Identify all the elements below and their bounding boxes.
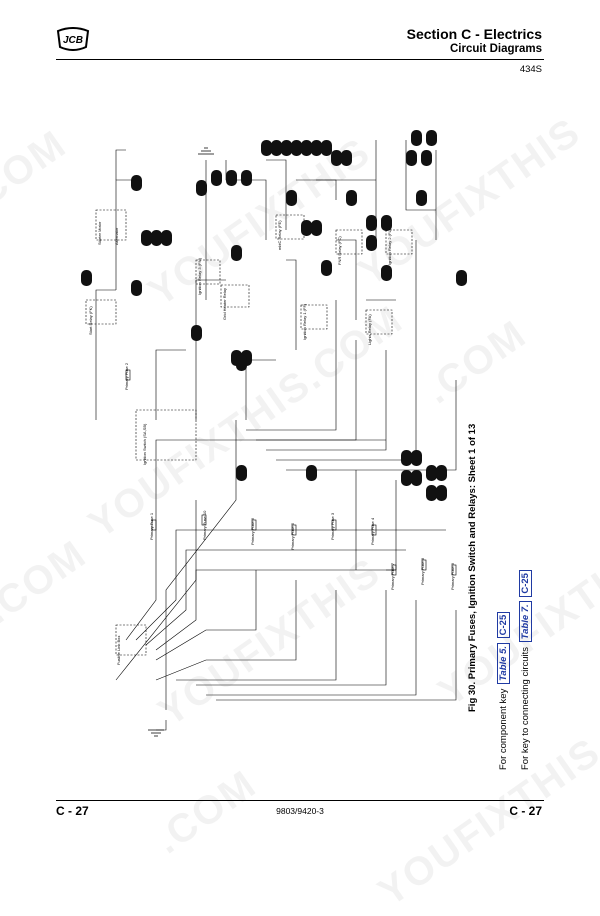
circuit-diagram: Primary Fuse 1 Primary Fuse 10 Primary F… (81, 130, 467, 737)
svg-text:Grid Heater Relay: Grid Heater Relay (222, 288, 227, 320)
svg-text:Starter Motor: Starter Motor (97, 221, 102, 245)
svg-text:Primary Fuse 2: Primary Fuse 2 (124, 362, 129, 390)
page-number-left: C - 27 (56, 804, 89, 818)
svg-text:Primary Fuse 1: Primary Fuse 1 (149, 512, 154, 540)
svg-text:mbiC Relay (FE): mbiC Relay (FE) (277, 220, 282, 250)
connector-badges (81, 130, 467, 501)
connect-key-table-link[interactable]: Table 7. (519, 601, 532, 643)
diagram-tiny-labels: Primary Fuse 1 Primary Fuse 10 Primary F… (88, 220, 455, 665)
component-key-page-link[interactable]: C-25 (497, 611, 510, 639)
svg-text:Primary Fuse 4: Primary Fuse 4 (370, 517, 375, 545)
logo-text: JCB (63, 35, 83, 46)
svg-text:Primary Fuse 7: Primary Fuse 7 (390, 562, 395, 590)
svg-text:Ignition Relay 3 (FM): Ignition Relay 3 (FM) (197, 257, 202, 295)
svg-text:Alternator: Alternator (114, 227, 119, 245)
figure-caption: Fig 30. Primary Fuses, Ignition Switch a… (467, 423, 478, 712)
section-title: Section C - Electrics (406, 26, 542, 42)
svg-text:Primary Fuse 9: Primary Fuse 9 (450, 562, 455, 590)
fuse-symbols (125, 369, 457, 576)
component-key-table-link[interactable]: Table 5. (497, 643, 510, 685)
connect-key-page-link[interactable]: C-25 (519, 570, 532, 597)
svg-text:Primary Fuse 6: Primary Fuse 6 (250, 517, 255, 545)
connect-key-line: For key to connecting circuits Table 7. … (519, 570, 532, 770)
connect-key-text: For key to connecting circuits (520, 646, 531, 770)
svg-text:FNR Relay (FC): FNR Relay (FC) (337, 236, 342, 265)
jcb-logo: JCB (56, 27, 90, 51)
earth-symbols (148, 147, 214, 737)
svg-text:Fusible Link Box: Fusible Link Box (116, 636, 121, 665)
svg-text:Ignition Relay 2 (FL): Ignition Relay 2 (FL) (387, 228, 392, 265)
page-number-right: C - 27 (509, 804, 542, 818)
component-key-text: For component key (498, 688, 509, 770)
svg-text:Ignition Switch (SA,SB): Ignition Switch (SA,SB) (142, 423, 147, 465)
document-number: 9803/9420-3 (276, 806, 324, 816)
relay-boxes (85, 209, 413, 656)
svg-text:Primary Fuse 8: Primary Fuse 8 (420, 557, 425, 585)
svg-text:Primary Fuse 5: Primary Fuse 5 (290, 522, 295, 550)
svg-text:Primary Fuse 3: Primary Fuse 3 (330, 512, 335, 540)
svg-text:Start Relay (FK): Start Relay (FK) (88, 306, 93, 335)
svg-text:Ignition Relay 1 (FF): Ignition Relay 1 (FF) (302, 303, 307, 340)
svg-text:Lights Relay (FA): Lights Relay (FA) (367, 314, 372, 345)
footer-divider (56, 800, 544, 801)
header-divider (56, 59, 544, 60)
svg-text:Primary Fuse 10: Primary Fuse 10 (202, 510, 207, 540)
model-number: 434S (519, 64, 542, 75)
page-subtitle: Circuit Diagrams (449, 43, 542, 55)
wiring (95, 140, 457, 731)
component-key-line: For component key Table 5. C-25 (497, 611, 510, 770)
